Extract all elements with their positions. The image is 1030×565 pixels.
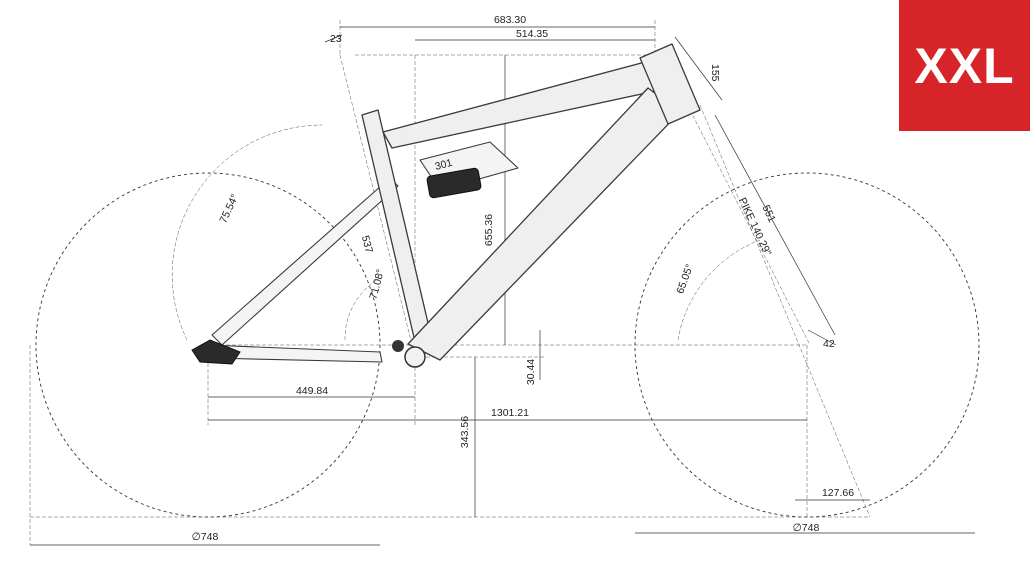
seat-angle-effective-label: 75.54° xyxy=(217,192,241,225)
fork-length-dim xyxy=(714,114,836,336)
rear-wheel-diameter-label: ∅748 xyxy=(192,531,219,543)
seat-angle-eff-arc xyxy=(171,124,323,341)
stack-label: 655.36 xyxy=(483,214,495,246)
frame-marking: 301 xyxy=(434,157,454,173)
head-angle-arc xyxy=(677,239,761,341)
small-angle-label: 23 xyxy=(330,33,342,45)
fork-offset-label: 42 xyxy=(823,338,835,350)
steering-axis xyxy=(699,104,871,518)
top-length-label: 683.30 xyxy=(494,14,526,26)
size-badge-label: XXL xyxy=(914,37,1015,94)
seatstay-tube xyxy=(211,177,399,346)
head-angle-label: 65.05° xyxy=(674,263,696,296)
seat-angle-arc xyxy=(344,277,381,341)
front-wheel-diameter-label: ∅748 xyxy=(793,522,820,534)
seat-angle-line xyxy=(339,54,416,358)
headtube-dim xyxy=(674,36,723,101)
rear-shock xyxy=(426,167,482,199)
seat-tube-length-label: 537 xyxy=(359,234,375,254)
head-tube-label: 155 xyxy=(709,64,721,82)
reach-label: 514.35 xyxy=(516,28,548,40)
derailleur xyxy=(191,339,241,365)
head-tube xyxy=(639,43,701,125)
small-angle-dim xyxy=(324,34,343,43)
bb-drop-label: 30.44 xyxy=(525,359,537,385)
size-badge: XXL xyxy=(899,0,1030,131)
bb-height-label: 343.56 xyxy=(459,416,471,448)
frame: 301 xyxy=(191,43,701,368)
wheelbase-label: 1301.21 xyxy=(491,407,529,419)
trail-label: 127.66 xyxy=(822,487,854,499)
fork-line xyxy=(689,109,811,346)
main-pivot xyxy=(392,340,404,352)
chainstay-label: 449.84 xyxy=(296,385,328,397)
fork-length-label: 551 xyxy=(760,203,778,224)
seat-angle-label: 71.08° xyxy=(367,268,386,301)
bottom-bracket xyxy=(404,346,426,368)
offset-dim xyxy=(807,329,837,346)
